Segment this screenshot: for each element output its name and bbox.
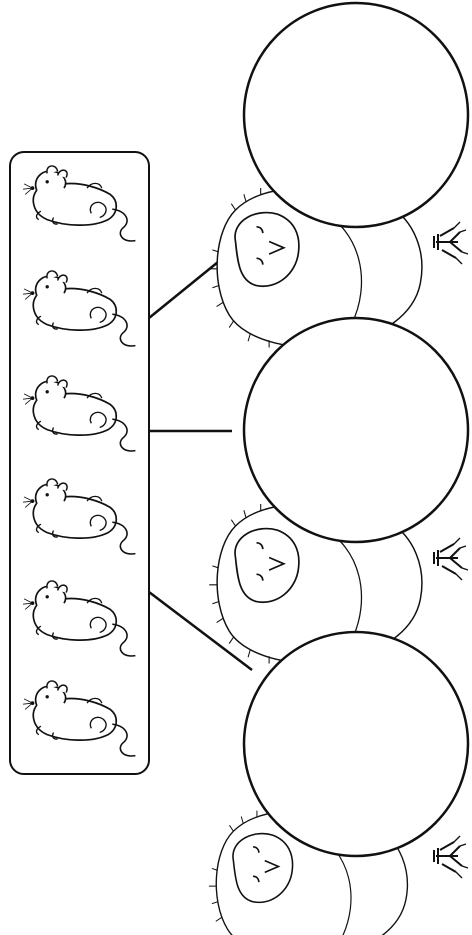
answer-circle-2[interactable] <box>244 318 468 542</box>
answer-circle-3[interactable] <box>244 632 468 856</box>
branch-icon <box>434 836 468 878</box>
branch-icon <box>434 538 468 580</box>
mouse-group-box <box>10 152 149 774</box>
connector-line-top <box>149 262 218 318</box>
answer-circle-1[interactable] <box>244 3 468 227</box>
answer-circles <box>244 3 468 856</box>
branch-icon <box>434 222 468 264</box>
